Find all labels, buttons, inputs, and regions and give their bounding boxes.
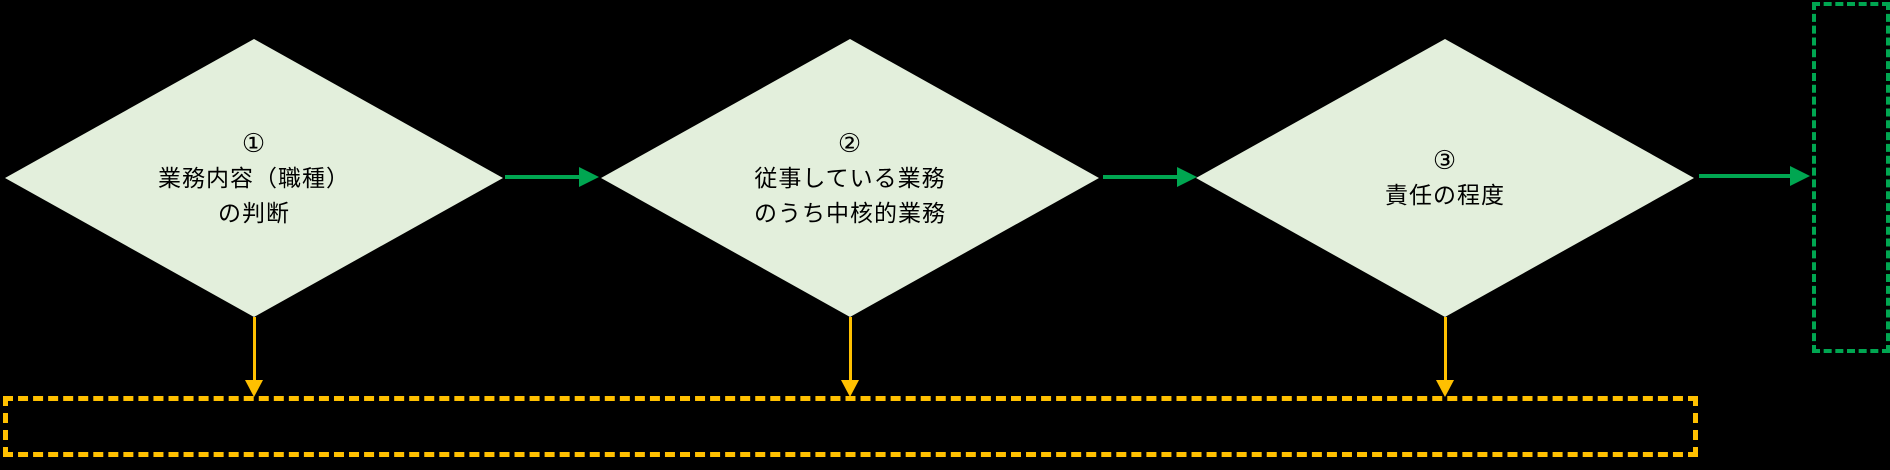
- flow-arrow-step3-to-green-box: [1699, 174, 1792, 178]
- step-1-text-line-1: 業務内容（職種）: [158, 164, 350, 191]
- step-1-number: ①: [241, 127, 267, 158]
- branch-arrowhead-icon: [1436, 380, 1454, 397]
- step-3-number: ③: [1432, 145, 1458, 175]
- flow-arrow-step2-to-step3: [1103, 175, 1179, 179]
- step-2-label: ② 従事している業務 のうち中核的業務: [754, 126, 946, 231]
- orange-dashed-outcome-box: [3, 396, 1698, 457]
- step-3-text-line-1: 責任の程度: [1385, 182, 1505, 208]
- green-dashed-outcome-box: [1812, 2, 1890, 353]
- flow-arrowhead-icon: [1790, 166, 1810, 186]
- flow-arrowhead-icon: [1177, 167, 1197, 187]
- step-1-text-line-2: の判断: [218, 199, 290, 226]
- branch-arrow-step3-to-orange-box: [1444, 317, 1447, 381]
- branch-arrowhead-icon: [841, 380, 859, 397]
- flow-arrowhead-icon: [579, 167, 599, 187]
- branch-arrow-step1-to-orange-box: [253, 317, 256, 381]
- step-2-number: ②: [837, 127, 863, 158]
- flow-arrow-step1-to-step2: [505, 175, 581, 179]
- step-2-text-line-1: 従事している業務: [754, 164, 946, 191]
- step-1-label: ① 業務内容（職種） の判断: [158, 126, 350, 231]
- step-3-label: ③ 責任の程度: [1385, 143, 1505, 213]
- decision-diamond-step-3: ③ 責任の程度: [1196, 39, 1694, 317]
- decision-diamond-step-1: ① 業務内容（職種） の判断: [5, 39, 503, 317]
- branch-arrowhead-icon: [245, 380, 263, 397]
- branch-arrow-step2-to-orange-box: [849, 317, 852, 381]
- decision-diamond-step-2: ② 従事している業務 のうち中核的業務: [601, 39, 1099, 317]
- step-2-text-line-2: のうち中核的業務: [754, 199, 946, 226]
